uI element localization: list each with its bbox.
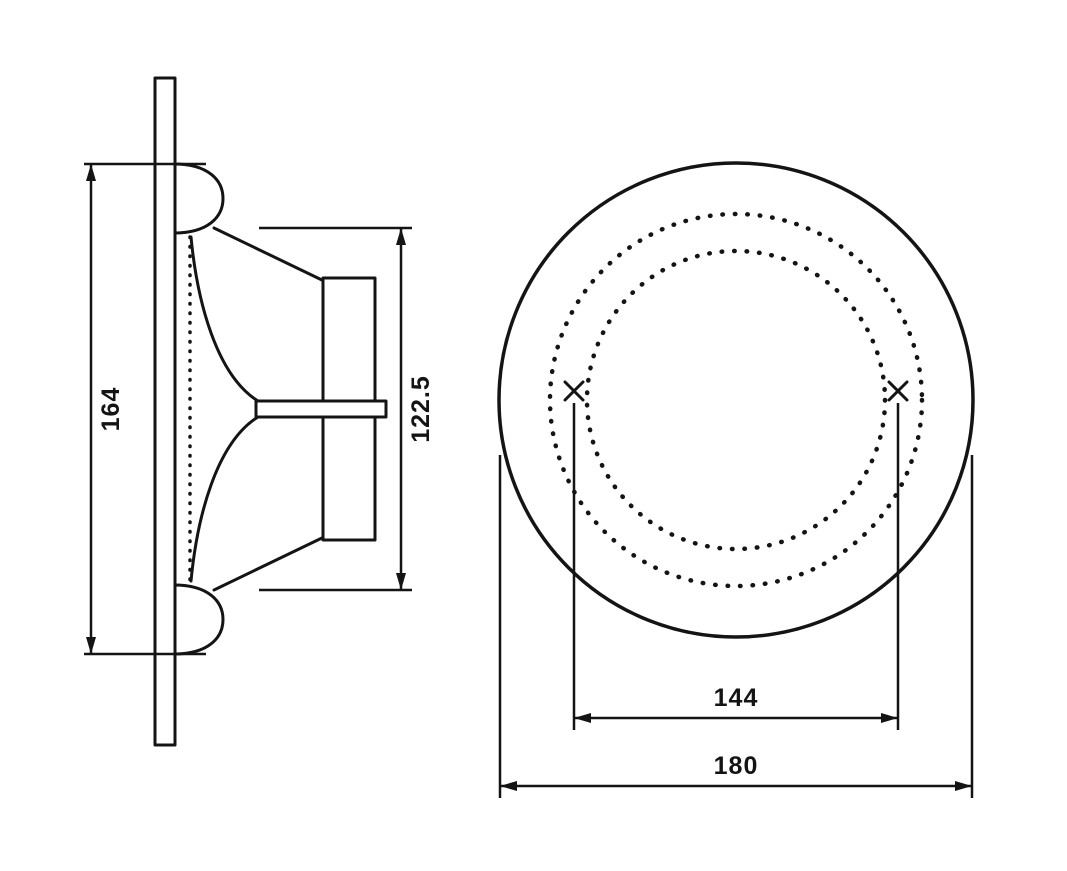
arrowhead-left-icon bbox=[500, 781, 517, 791]
mounting-hole-marker-right bbox=[887, 380, 909, 402]
arrowhead-left-icon bbox=[574, 713, 591, 723]
mounting-hole-marker-left bbox=[563, 380, 585, 402]
cutout-dotted-circle bbox=[547, 211, 925, 589]
speaker-rim-bottom bbox=[173, 583, 225, 656]
grille-dotted-circle bbox=[584, 248, 888, 552]
dimension-label-inner-height: 122.5 bbox=[407, 375, 435, 443]
cone-profile-bottom bbox=[189, 415, 260, 583]
speaker-rim-top bbox=[173, 162, 225, 235]
outer-rim-circle bbox=[497, 161, 975, 639]
dimension-inner-height: 122.5 bbox=[259, 226, 435, 592]
arrowhead-down-icon bbox=[86, 637, 96, 654]
dimension-overall-height: 164 bbox=[84, 162, 206, 656]
arrowhead-right-icon bbox=[955, 781, 972, 791]
side-view-section: 164 122.5 bbox=[84, 76, 435, 747]
basket-edge-bottom bbox=[212, 535, 326, 592]
basket-edge-top bbox=[212, 226, 326, 283]
arrowhead-up-icon bbox=[396, 228, 406, 245]
dimension-outer-diameter: 180 bbox=[498, 455, 974, 798]
cone-profile-top bbox=[189, 235, 260, 403]
dimension-label-outer-diameter: 180 bbox=[714, 752, 759, 780]
arrowhead-up-icon bbox=[86, 164, 96, 181]
dimension-hole-spacing: 144 bbox=[572, 403, 900, 730]
mounting-flange bbox=[153, 76, 177, 747]
dimension-label-hole-spacing: 144 bbox=[714, 684, 759, 712]
arrowhead-down-icon bbox=[396, 573, 406, 590]
arrowhead-right-icon bbox=[881, 713, 898, 723]
pole-piece bbox=[254, 399, 388, 419]
dimension-label-overall-height: 164 bbox=[97, 387, 125, 432]
front-view-section: 144 180 bbox=[497, 161, 975, 798]
